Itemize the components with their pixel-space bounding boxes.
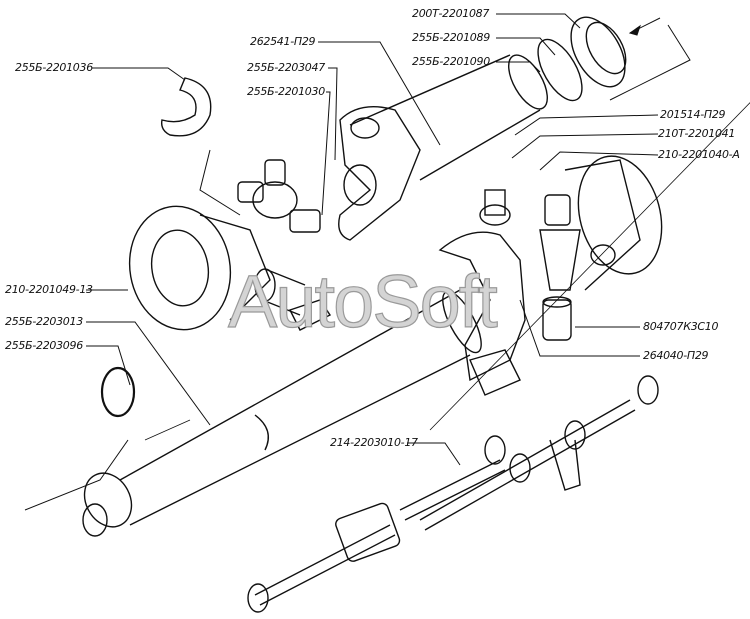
label-255b-2201090: 255Б-2201090 — [412, 55, 490, 68]
assembled-driveshaft — [247, 375, 659, 613]
upper-shaft-tube — [349, 16, 627, 181]
splined-stub — [254, 268, 332, 331]
label-214-2203010-17: 214-2203010-17 — [330, 436, 418, 449]
right-joint — [539, 194, 581, 341]
label-201514-p29: 201514-П29 — [660, 108, 726, 121]
label-210-2201040-a: 210-2201040-А — [658, 148, 740, 161]
watermark: AutoSoft — [227, 260, 498, 343]
label-255b-2201030: 255Б-2201030 — [247, 85, 325, 98]
lower-shaft-tube — [82, 289, 482, 537]
leader-lines — [24, 13, 691, 511]
label-255b-2201089: 255Б-2201089 — [412, 31, 490, 44]
label-255b-2203047: 255Б-2203047 — [247, 61, 325, 74]
seal-ring — [160, 77, 212, 137]
label-210-2201049-13: 210-2201049-13 — [5, 283, 93, 296]
label-255b-2203096: 255Б-2203096 — [5, 339, 83, 352]
label-804707k3s10: 804707К3С10 — [643, 320, 719, 333]
center-bearing-housing — [438, 189, 526, 396]
axis-lines — [144, 102, 750, 441]
label-264040-p29: 264040-П29 — [643, 349, 709, 362]
o-ring — [100, 366, 136, 418]
label-262541-p29: 262541-П29 — [250, 35, 316, 48]
label-255b-2203013: 255Б-2203013 — [5, 315, 83, 328]
right-flange — [564, 155, 663, 291]
universal-joint-cross — [237, 159, 321, 233]
label-255b-2201036: 255Б-2201036 — [15, 61, 93, 74]
left-flange — [128, 205, 271, 331]
label-200t-2201087: 200Т-2201087 — [412, 7, 490, 20]
label-210t-2201041: 210Т-2201041 — [658, 127, 736, 140]
yoke-fork — [338, 106, 421, 241]
